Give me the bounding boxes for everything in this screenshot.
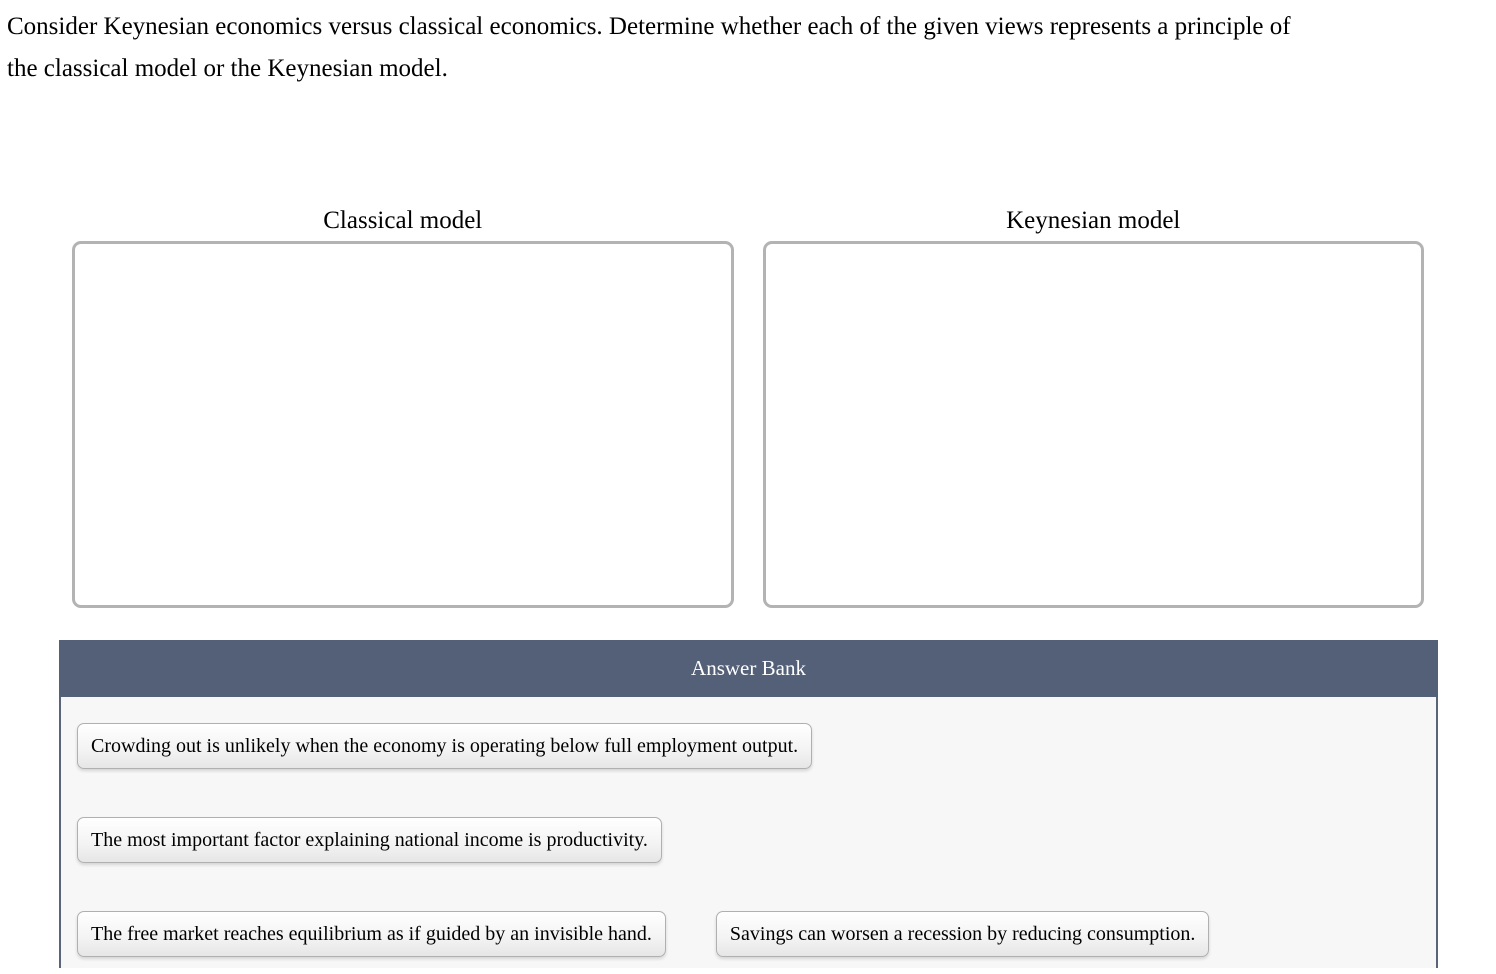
answer-bank-row: Crowding out is unlikely when the econom…: [77, 723, 813, 769]
answer-bank-item[interactable]: The free market reaches equilibrium as i…: [77, 911, 666, 957]
answer-bank: Answer Bank Crowding out is unlikely whe…: [59, 640, 1438, 968]
keynesian-model-label: Keynesian model: [1006, 207, 1181, 234]
classical-model-column: Classical model: [72, 204, 734, 608]
answer-bank-row: The most important factor explaining nat…: [77, 817, 662, 863]
category-columns: Classical model Keynesian model: [72, 204, 1424, 608]
keynesian-model-dropzone[interactable]: [762, 241, 1424, 608]
keynesian-model-column: Keynesian model: [762, 204, 1424, 608]
classical-model-dropzone[interactable]: [72, 241, 734, 608]
answer-bank-item[interactable]: Savings can worsen a recession by reduci…: [715, 911, 1210, 957]
answer-bank-item[interactable]: Crowding out is unlikely when the econom…: [77, 723, 813, 769]
classical-model-label: Classical model: [323, 207, 483, 234]
question-text: Consider Keynesian economics versus clas…: [0, 0, 1496, 90]
answer-bank-item[interactable]: The most important factor explaining nat…: [77, 817, 662, 863]
question-line: the classical model or the Keynesian mod…: [7, 55, 448, 82]
question-line: Consider Keynesian economics versus clas…: [7, 13, 1291, 40]
answer-bank-header: Answer Bank: [59, 640, 1438, 697]
answer-bank-row: The free market reaches equilibrium as i…: [77, 911, 1210, 957]
answer-bank-title: Answer Bank: [691, 656, 806, 680]
answer-bank-body: Crowding out is unlikely when the econom…: [59, 697, 1438, 968]
